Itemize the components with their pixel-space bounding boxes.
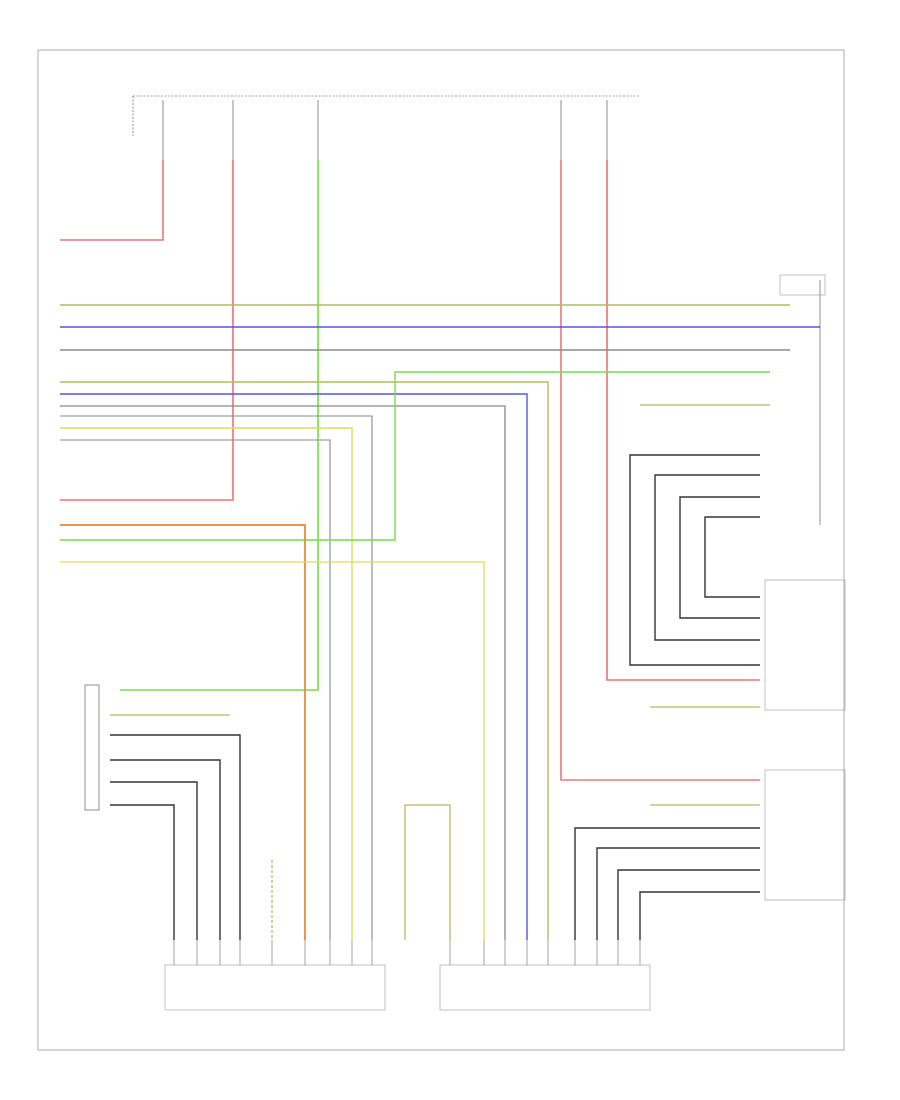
fuse-group — [162, 100, 608, 160]
wire-yellow-mid — [60, 427, 353, 940]
wire-green-loop — [60, 371, 770, 541]
wire-left-4 — [110, 804, 175, 940]
bottom-right-module — [439, 964, 651, 1011]
wire-fuse1-pink — [60, 160, 164, 241]
right-module-upper — [764, 579, 846, 711]
wire-olive-mid — [60, 381, 549, 940]
right-module-lower — [764, 769, 846, 901]
wire-right-3 — [679, 496, 760, 619]
wire-left-3 — [110, 781, 198, 940]
wire-center-loop — [404, 804, 451, 940]
wire-right-low-3 — [617, 869, 760, 940]
wire-right-1 — [629, 454, 760, 666]
wire-yellow-low — [60, 561, 485, 940]
wire-fuse5-red — [606, 160, 760, 681]
wire-left-1 — [110, 734, 241, 940]
wire-right-low-1 — [574, 827, 760, 940]
wire-right-2 — [654, 474, 760, 641]
wire-gray-mid-1 — [60, 405, 506, 940]
diagram-frame — [37, 49, 845, 1051]
wire-right-low-2 — [596, 847, 760, 940]
wire-orange — [60, 524, 306, 940]
wire-blue-mid — [60, 393, 528, 940]
bottom-connector-pins — [173, 940, 641, 965]
wire-fuse2-red — [60, 160, 234, 501]
wire-right-4 — [704, 516, 760, 598]
wire-fuse3-green — [120, 160, 319, 691]
right-switch-box — [779, 274, 826, 296]
wire-right-low-4 — [639, 891, 760, 940]
bottom-left-module — [164, 964, 386, 1011]
wire-fuse4-pink — [560, 160, 760, 781]
wire-gray-mid-2 — [60, 415, 373, 940]
wire-left-2 — [110, 759, 221, 940]
wire-gray-mid-3 — [60, 439, 331, 940]
left-module — [84, 684, 100, 811]
